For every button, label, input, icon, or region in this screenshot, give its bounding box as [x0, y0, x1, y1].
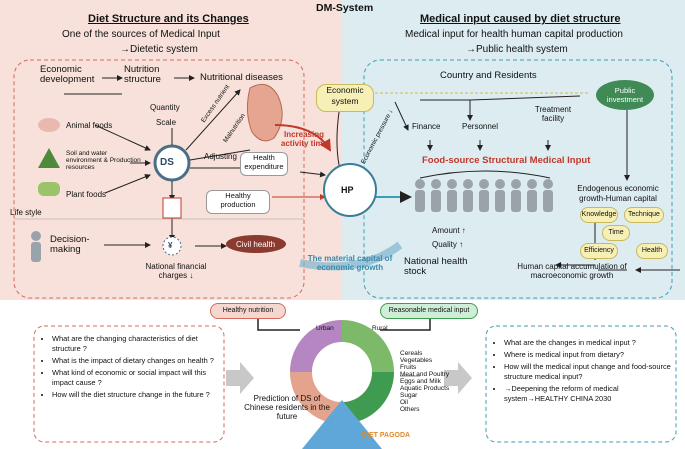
question-item: →Deepening the reform of medical system→… — [504, 384, 672, 404]
hp-label: HP — [341, 185, 354, 195]
bottom-right-frame — [485, 325, 677, 443]
public-investment-badge: Public investment — [596, 80, 654, 110]
food-item: Others — [400, 406, 420, 413]
finance-label: Finance — [412, 122, 441, 131]
header-title: DM-System — [316, 2, 374, 14]
right-subtitle: Medical input for health human capital p… — [405, 29, 623, 40]
country-residents: Country and Residents — [440, 70, 537, 81]
meat-icon — [38, 118, 60, 132]
health-pill: Health — [636, 243, 668, 259]
right-system-label: →Public health system — [466, 44, 568, 55]
ds-circle — [153, 144, 191, 182]
right-grey-arrow — [444, 362, 472, 394]
endogenous-growth: Endogenous economic growth-Human capital — [577, 184, 659, 203]
soil-water-label: Soil and water environment & Production … — [66, 150, 141, 171]
amount-label: Amount ↑ — [432, 226, 466, 235]
quality-label: Quality ↑ — [432, 240, 464, 249]
bottom-left-frame — [33, 325, 225, 443]
economic-development: Economic development — [40, 64, 95, 85]
question-item: What are the changing characteristics of… — [52, 334, 220, 354]
national-financial-charges: National financial charges ↓ — [145, 262, 207, 280]
civil-health: Civil health — [236, 240, 276, 249]
national-health-stock: National health stock — [404, 256, 468, 277]
material-capital: The material capital of economic growth — [307, 254, 393, 272]
civil-health-pill — [226, 235, 286, 253]
urban-label: Urban — [316, 325, 334, 332]
knowledge-pill: Knowledge — [580, 207, 618, 223]
hp-circle — [323, 163, 377, 217]
nutritional-diseases: Nutritional diseases — [200, 72, 283, 83]
food-item: Oil — [400, 399, 408, 406]
rural-label: Rural — [372, 325, 388, 332]
left-system-label: →Dietetic system — [120, 44, 198, 55]
personnel-label: Personnel — [462, 122, 499, 131]
yen-circle — [162, 236, 182, 256]
technique-pill: Technique — [624, 207, 664, 223]
person-icon — [31, 231, 41, 262]
pagoda-icon — [302, 400, 382, 449]
question-item: What is the impact of dietary changes on… — [52, 356, 220, 366]
efficiency-pill: Efficiency — [580, 243, 618, 259]
food-item: Fruits — [400, 364, 417, 371]
left-dashed-frame — [13, 59, 305, 299]
treatment-facility-label: Treatment facility — [534, 105, 572, 123]
diet-pagoda-label: DIET PAGODA — [362, 432, 411, 439]
healthy-production-box: Healthy production — [206, 190, 270, 214]
food-item: Eggs and Milk — [400, 378, 441, 385]
health-expenditure-box: Health expenditure — [240, 152, 288, 176]
right-title: Medical input caused by diet structure — [420, 13, 621, 25]
food-item: Cereals — [400, 350, 423, 357]
left-questions: What are the changing characteristics of… — [42, 334, 220, 402]
food-source-input: Food-source Structural Medical Input — [422, 155, 591, 166]
reasonable-medical-input-pill: Reasonable medical input — [380, 303, 478, 319]
time-pill: Time — [602, 225, 630, 241]
question-item: What kind of economic or social impact w… — [52, 368, 220, 388]
left-title: Diet Structure and its Changes — [88, 13, 249, 25]
question-item: How will the diet structure change in th… — [52, 390, 220, 400]
plant-icon — [38, 182, 60, 196]
question-item: How will the medical input change and fo… — [504, 362, 672, 382]
diet-donut-chart — [290, 320, 394, 424]
prediction-label: Prediction of DS of Chinese residents in… — [244, 394, 330, 421]
stomach-icon — [246, 83, 283, 142]
life-style-label: Life style — [10, 208, 42, 217]
left-subtitle: One of the sources of Medical Input — [62, 29, 220, 40]
food-item: Sugar — [400, 392, 418, 399]
food-item: Meat and Poultry — [400, 371, 450, 378]
question-item: Where is medical input from dietary? — [504, 350, 672, 360]
food-list: Cereals Vegetables Fruits Meat and Poult… — [400, 350, 449, 413]
ds-label: DS — [160, 157, 174, 168]
nutrition-structure: Nutrition structure — [124, 64, 161, 85]
yen-symbol: ¥ — [168, 241, 173, 250]
human-capital-accumulation: Human capital accumulation of macroecono… — [517, 262, 627, 280]
right-questions: What are the changes in medical input ? … — [494, 338, 672, 406]
scale-label: Scale — [156, 118, 177, 127]
document-icon — [162, 197, 182, 219]
quantity-label: Quantity — [150, 103, 180, 112]
plant-foods: Plant foods — [66, 190, 107, 199]
animal-foods: Animal foods — [66, 121, 113, 130]
economic-system-pill: Economic system — [316, 84, 374, 112]
people-group-icon — [415, 179, 553, 212]
decision-making: Decision-making — [50, 234, 90, 255]
healthy-nutrition-pill: Healthy nutrition — [210, 303, 286, 319]
increasing-activity-time: Increasing activity time — [280, 130, 328, 148]
food-item: Aquatic Products — [400, 385, 450, 392]
food-item: Vegetables — [400, 357, 433, 364]
question-item: What are the changes in medical input ? — [504, 338, 672, 348]
left-grey-arrow — [226, 362, 254, 394]
adjusting-label: Adjusting — [204, 152, 237, 161]
